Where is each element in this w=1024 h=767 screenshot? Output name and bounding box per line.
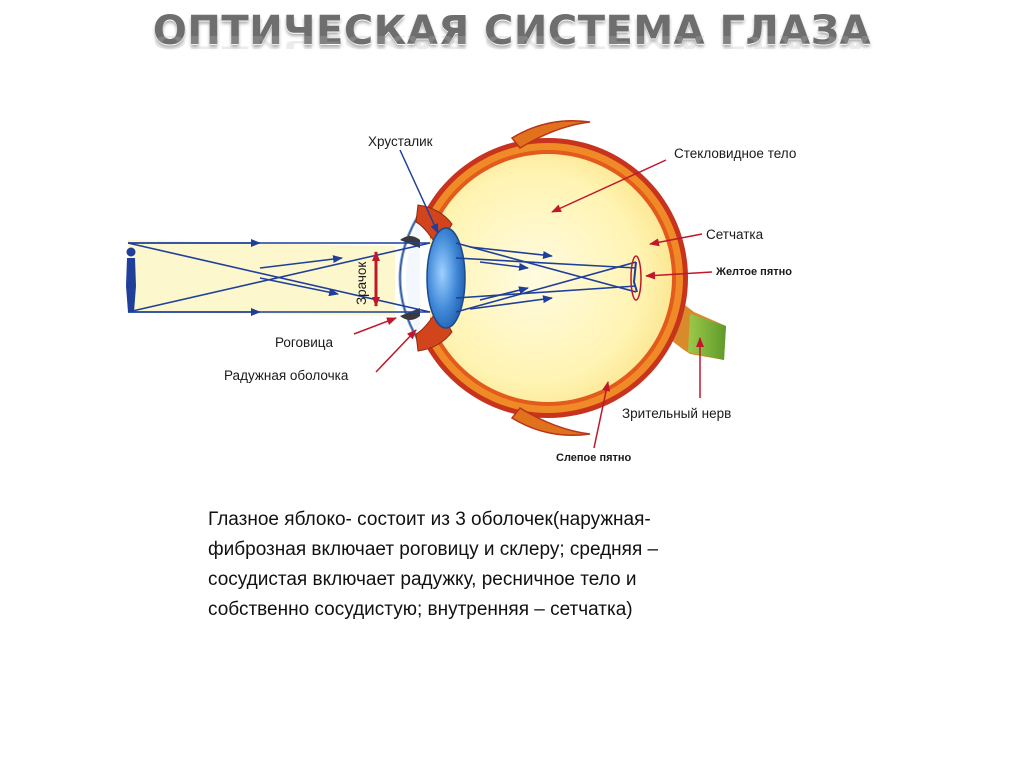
- label-blind-spot: Слепое пятно: [556, 452, 632, 464]
- description-text: Глазное яблоко- состоит из 3 оболочек(на…: [208, 509, 659, 620]
- retina-image: [630, 255, 642, 301]
- eyeball: [402, 138, 688, 418]
- label-pupil: Зрачок: [354, 262, 369, 305]
- page-title: ОПТИЧЕСКАЯ СИСТЕМА ГЛАЗА: [152, 8, 872, 54]
- eyelids: [510, 119, 591, 437]
- label-vitreous-body: Стекловидное тело: [674, 146, 796, 161]
- lens-shape: [426, 227, 466, 329]
- person-silhouette: [126, 247, 136, 312]
- label-cornea: Роговица: [275, 335, 333, 350]
- label-retina: Сетчатка: [706, 227, 764, 242]
- label-optic-nerve: Зрительный нерв: [622, 406, 731, 421]
- label-macula: Желтое пятно: [715, 266, 792, 278]
- label-iris: Радужная оболочка: [224, 368, 349, 383]
- label-lens: Хрусталик: [368, 134, 433, 149]
- leader-lines: [353, 149, 713, 449]
